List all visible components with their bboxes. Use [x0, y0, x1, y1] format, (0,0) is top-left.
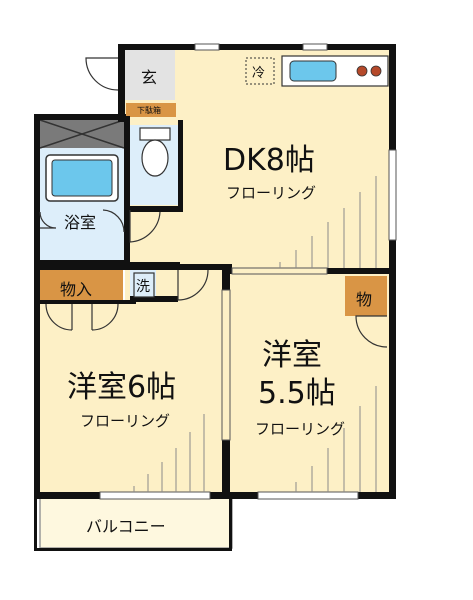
dk-room-name: DK8帖	[223, 143, 315, 178]
balcony-floor	[39, 494, 233, 549]
entrance-floor	[125, 50, 175, 100]
bath-label: 浴室	[64, 213, 97, 232]
shoe-box	[126, 103, 176, 117]
closet-western-b	[345, 276, 387, 316]
washer-box	[133, 272, 155, 298]
closet-label: 物入	[60, 280, 93, 299]
entrance-label: 玄	[141, 68, 158, 87]
sliding-doors	[221, 267, 328, 441]
washer-label: 洗	[136, 279, 150, 295]
western-a-floor-type: フローリング	[80, 412, 171, 430]
floor-areas	[39, 48, 389, 549]
western-b-room-name-line1: 洋室	[262, 338, 322, 373]
fridge-label: 冷	[252, 66, 266, 81]
balcony-label: バルコニー	[86, 517, 166, 536]
fridge-space	[245, 57, 275, 85]
light-hatching	[133, 176, 377, 492]
stove-burner	[356, 65, 368, 77]
stove-burner	[370, 65, 382, 77]
closet-western-a	[40, 270, 123, 300]
small-storage-label: 物	[356, 290, 373, 309]
kitchen	[245, 55, 389, 87]
pipe-space-cross	[39, 119, 125, 149]
western-a-room-name: 洋室6帖	[67, 370, 177, 405]
western-b-room-name-line2: 5.5帖	[258, 376, 336, 411]
western-a-floor	[40, 300, 222, 492]
bathtub	[45, 154, 119, 202]
dk-floor-type: フローリング	[226, 184, 317, 202]
windows	[99, 43, 397, 500]
door-swings	[39, 57, 388, 348]
western-b-floor-type: フローリング	[255, 420, 346, 438]
shoe-box-label: 下駄箱	[137, 106, 161, 115]
toilet	[139, 127, 171, 177]
